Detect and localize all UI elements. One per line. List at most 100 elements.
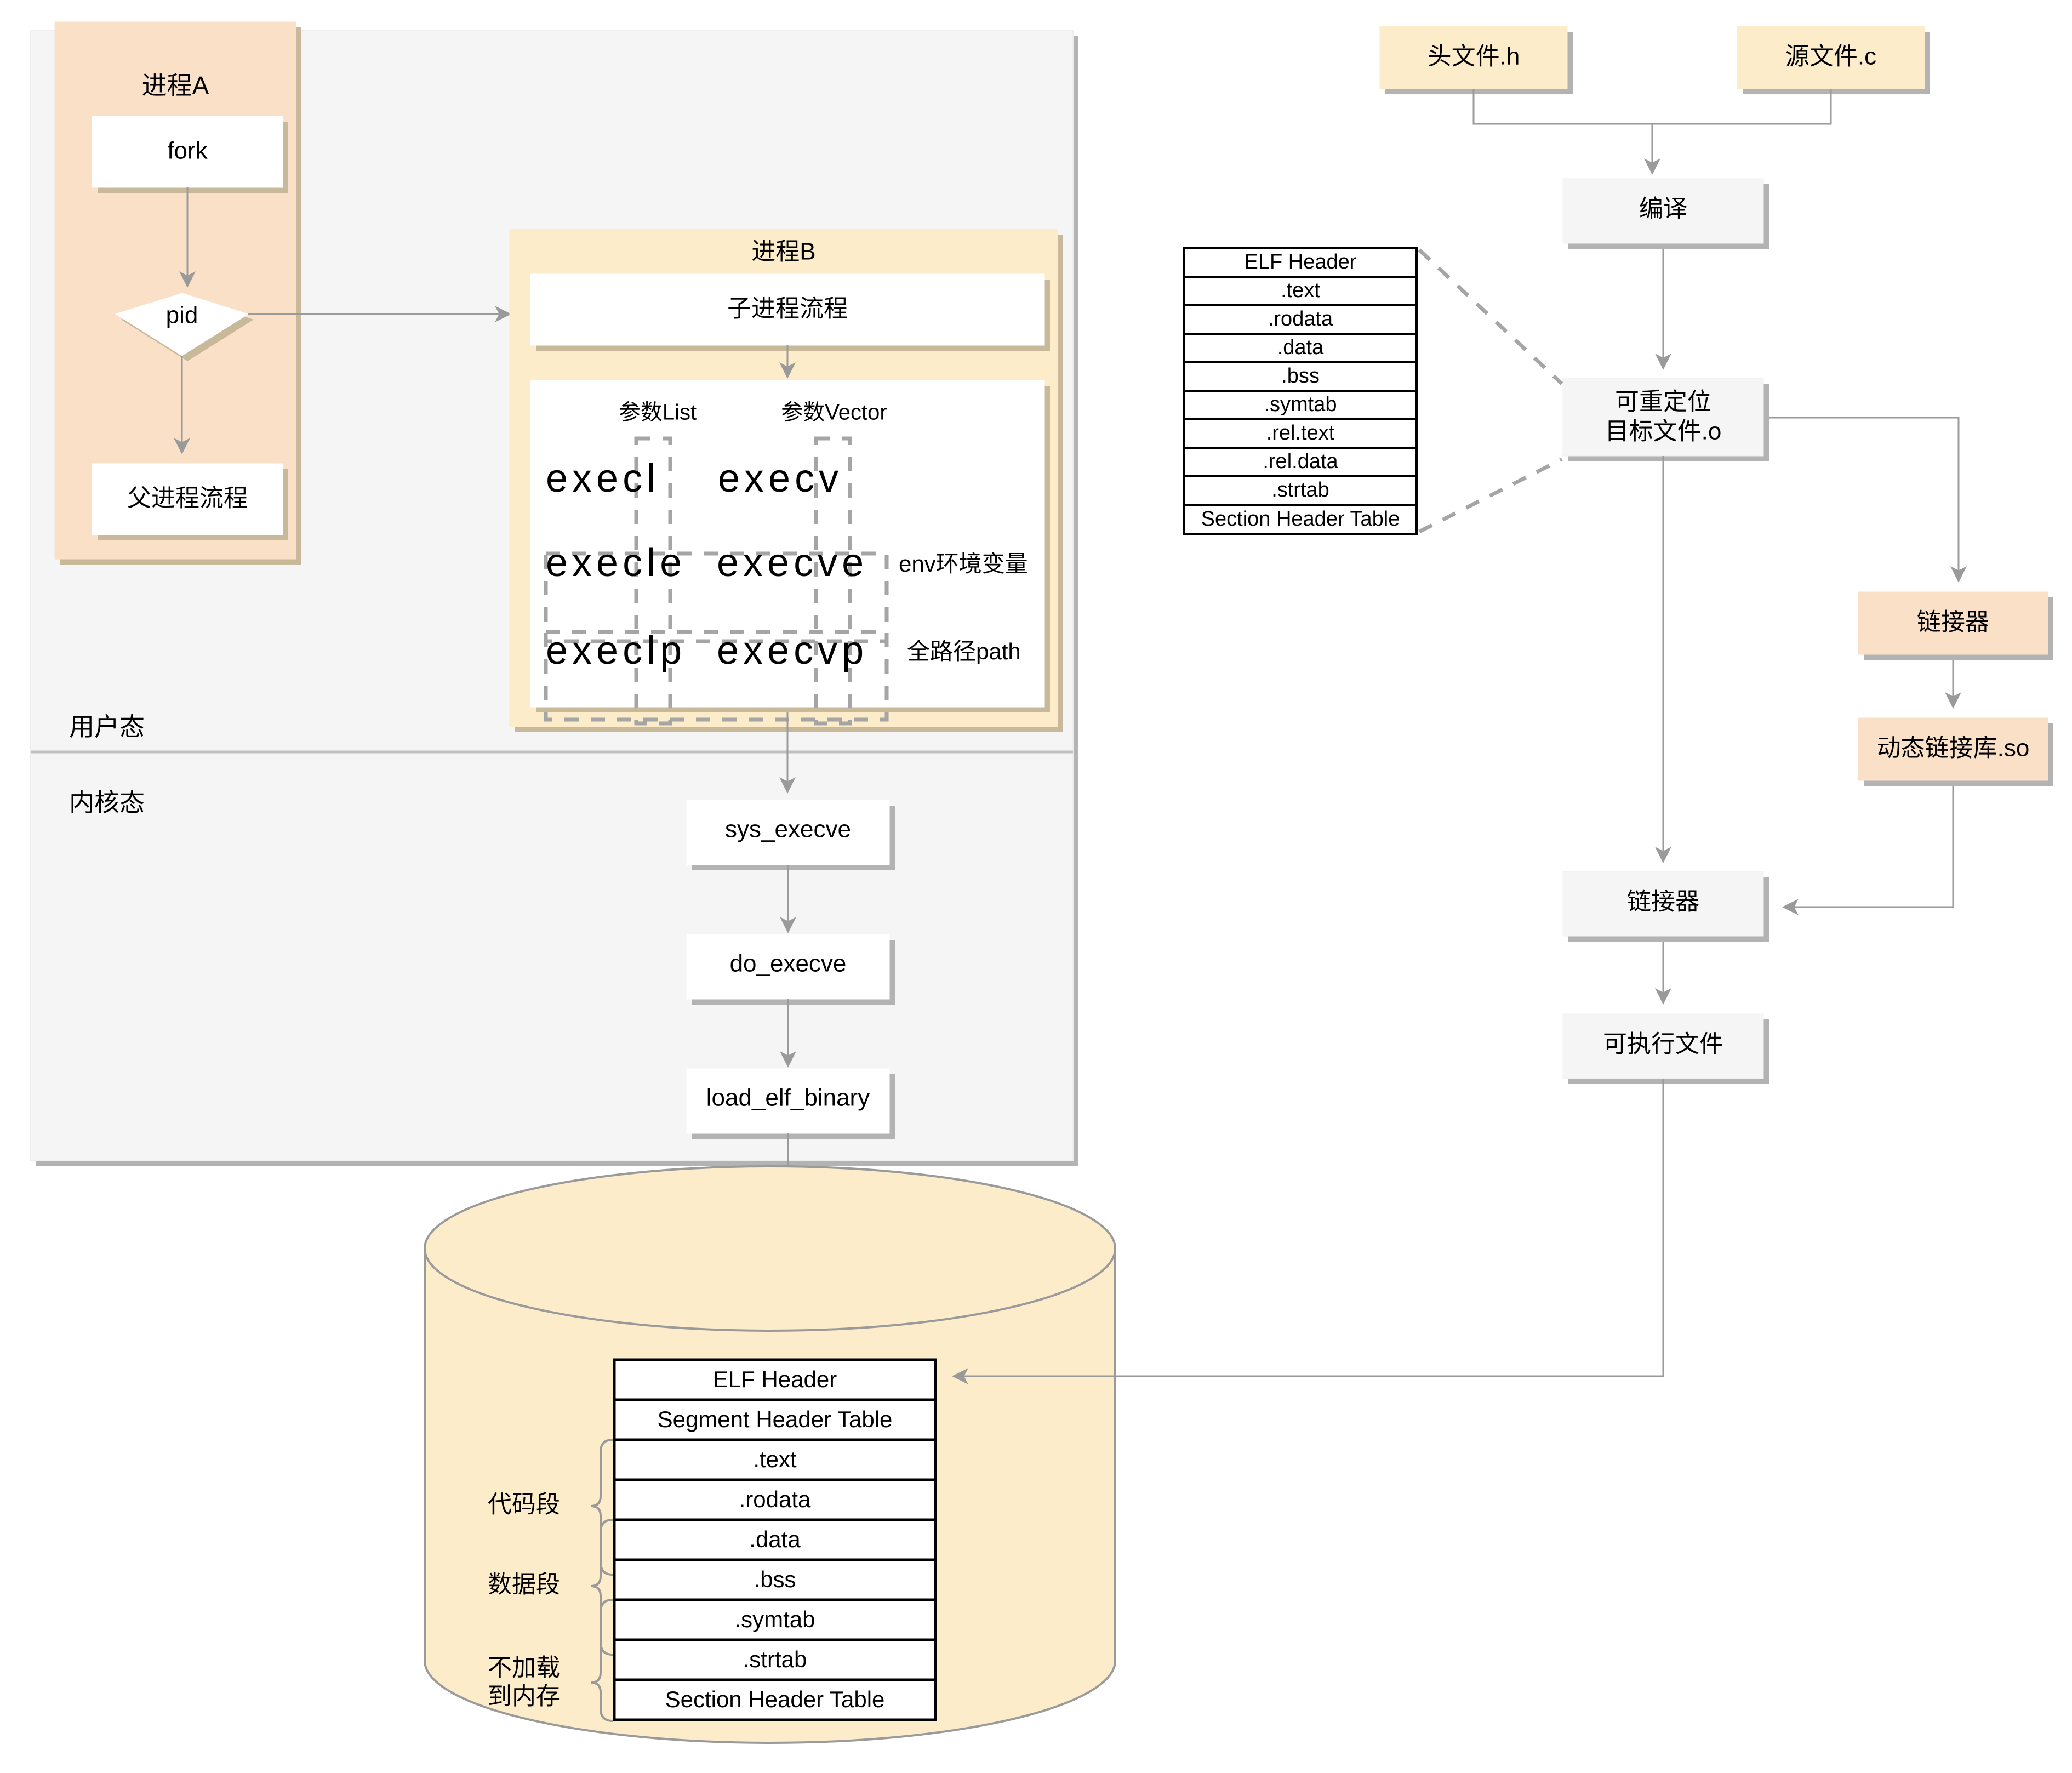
shared-object-node[interactable]: 动态链接库.so	[1858, 717, 2053, 786]
object-row-label-2: .rodata	[1268, 307, 1333, 330]
exec-note-3: 全路径path	[907, 638, 1021, 664]
memory-row-label-8: Section Header Table	[665, 1686, 885, 1712]
object-row-label-9: Section Header Table	[1201, 508, 1400, 531]
parent-flow-label: 父进程流程	[127, 485, 248, 512]
kernelmode-label: 内核态	[69, 788, 145, 817]
dash-connector-bottom	[1418, 457, 1563, 534]
arg-list-label: 参数List	[619, 401, 697, 425]
relocatable-object-node[interactable]: 可重定位 目标文件.o	[1562, 378, 1769, 461]
memory-row-label-4: .data	[749, 1526, 801, 1552]
memory-row-2[interactable]: .text	[613, 1438, 937, 1481]
exec-list-1: execl	[546, 457, 660, 500]
arrow-executable-to-memory	[952, 1079, 1664, 1384]
memory-row-label-2: .text	[753, 1446, 797, 1472]
shared-object-label: 动态链接库.so	[1877, 735, 2030, 762]
memory-row-0[interactable]: ELF Header	[613, 1358, 937, 1401]
object-row-label-4: .bss	[1281, 364, 1320, 387]
header-file-label: 头文件.h	[1428, 43, 1520, 70]
object-row-1[interactable]: .text	[1183, 276, 1418, 306]
source-file-node[interactable]: 源文件.c	[1737, 26, 1930, 94]
arrow-object-to-right-linker	[1769, 417, 1967, 583]
memory-group-label-2-line2: 到内存	[488, 1683, 560, 1710]
process-b-title: 进程B	[751, 238, 815, 265]
header-file-node[interactable]: 头文件.h	[1379, 26, 1573, 94]
pid-label: pid	[166, 302, 198, 329]
memory-image-table: ELF Header Segment Header Table .text .r…	[613, 1358, 937, 1721]
usermode-label: 用户态	[69, 712, 145, 741]
brace-not-loaded	[590, 1599, 613, 1722]
compile-label: 编译	[1639, 196, 1687, 223]
do-execve-label: do_execve	[730, 950, 847, 977]
right-linker-label: 链接器	[1917, 609, 1989, 636]
object-row-9[interactable]: Section Header Table	[1183, 504, 1418, 535]
do-execve-node[interactable]: do_execve	[686, 934, 895, 1005]
sys-execve-label: sys_execve	[725, 816, 851, 843]
object-row-0[interactable]: ELF Header	[1183, 247, 1418, 278]
object-row-4[interactable]: .bss	[1183, 361, 1418, 392]
object-row-label-5: .symtab	[1264, 393, 1337, 416]
compile-node[interactable]: 编译	[1562, 178, 1769, 249]
exec-note-2: env环境变量	[899, 551, 1028, 577]
memory-group-label-1: 数据段	[488, 1571, 560, 1598]
object-row-2[interactable]: .rodata	[1183, 304, 1418, 335]
object-row-label-8: .strtab	[1271, 478, 1329, 501]
exec-list-2: execle	[546, 541, 686, 585]
exec-suffix-highlights	[544, 436, 889, 726]
memory-row-8[interactable]: Section Header Table	[613, 1678, 937, 1721]
exec-vector-3: execvp	[717, 629, 868, 672]
pid-decision-node[interactable]: pid	[115, 293, 254, 361]
exec-list-3: execlp	[546, 629, 686, 672]
object-row-6[interactable]: .rel.text	[1183, 418, 1418, 449]
executable-label: 可执行文件	[1603, 1031, 1723, 1058]
memory-row-6[interactable]: .symtab	[613, 1598, 937, 1641]
memory-row-4[interactable]: .data	[613, 1518, 937, 1561]
relocatable-object-label-line1: 可重定位	[1615, 389, 1711, 415]
object-row-3[interactable]: .data	[1183, 333, 1418, 363]
relocatable-object-label-line2: 目标文件.o	[1605, 418, 1722, 445]
parent-flow-node[interactable]: 父进程流程	[92, 463, 288, 540]
exec-vector-1: execv	[718, 457, 843, 500]
object-row-label-0: ELF Header	[1245, 250, 1357, 273]
memory-group-label-0: 代码段	[488, 1491, 560, 1518]
object-row-label-7: .rel.data	[1263, 450, 1338, 473]
memory-group-braces	[590, 1439, 613, 1722]
memory-row-label-0: ELF Header	[713, 1366, 837, 1392]
fork-node[interactable]: fork	[92, 116, 288, 193]
exec-vector-2: execve	[717, 541, 868, 585]
object-file-table: ELF Header .text .rodata .data .bss .sym…	[1183, 247, 1418, 535]
memory-row-1[interactable]: Segment Header Table	[613, 1398, 937, 1441]
memory-row-label-1: Segment Header Table	[658, 1406, 893, 1432]
main-linker-node[interactable]: 链接器	[1562, 871, 1769, 942]
exec-row-1: execl execv	[546, 457, 843, 500]
source-file-label: 源文件.c	[1785, 43, 1876, 70]
memory-row-label-3: .rodata	[739, 1486, 811, 1512]
memory-row-3[interactable]: .rodata	[613, 1478, 937, 1521]
arg-vector-label: 参数Vector	[781, 401, 887, 425]
dash-connector-top	[1418, 248, 1563, 385]
exec-row-2: execle execve env环境变量	[546, 541, 1028, 585]
memory-row-7[interactable]: .strtab	[613, 1638, 937, 1681]
dash-box-env-row	[544, 551, 889, 643]
executable-node[interactable]: 可执行文件	[1562, 1013, 1769, 1084]
exec-row-3: execlp execvp 全路径path	[546, 629, 1021, 672]
right-linker-node[interactable]: 链接器	[1858, 591, 2053, 660]
object-row-label-6: .rel.text	[1266, 421, 1335, 444]
object-row-7[interactable]: .rel.data	[1183, 447, 1418, 477]
main-linker-label: 链接器	[1627, 888, 1699, 915]
child-flow-node[interactable]: 子进程流程	[530, 273, 1050, 351]
memory-row-label-7: .strtab	[743, 1646, 807, 1672]
load-elf-binary-label: load_elf_binary	[706, 1085, 870, 1111]
memory-row-label-6: .symtab	[734, 1606, 815, 1632]
sys-execve-node[interactable]: sys_execve	[686, 800, 895, 870]
fork-label: fork	[167, 138, 208, 164]
arrow-so-to-main-linker	[1782, 786, 1954, 915]
child-flow-label: 子进程流程	[727, 295, 848, 322]
memory-row-label-5: .bss	[754, 1566, 796, 1592]
object-row-label-1: .text	[1281, 279, 1320, 302]
object-row-8[interactable]: .strtab	[1183, 475, 1418, 506]
memory-row-5[interactable]: .bss	[613, 1558, 937, 1601]
object-row-5[interactable]: .symtab	[1183, 390, 1418, 420]
load-elf-binary-node[interactable]: load_elf_binary	[686, 1068, 895, 1139]
exec-family-panel	[530, 380, 1050, 712]
